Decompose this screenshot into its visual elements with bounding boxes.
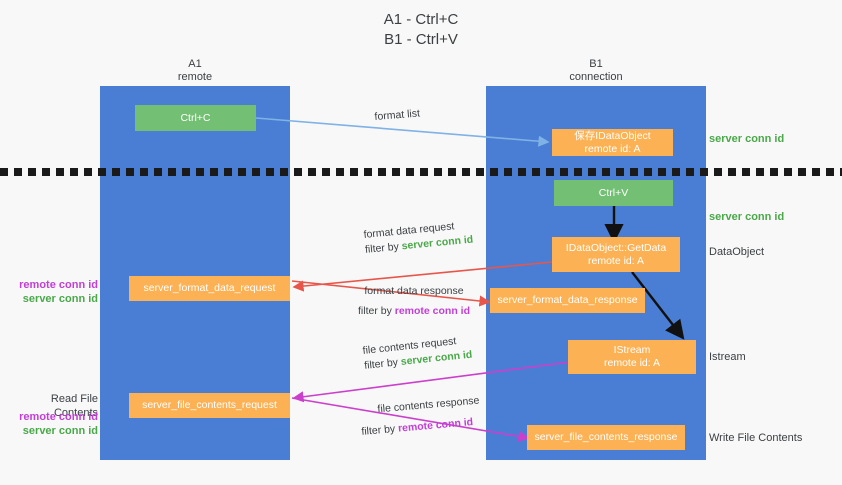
label-group-format-conn-ids: remote conn id server conn id bbox=[10, 278, 98, 306]
title-line-1: A1 - Ctrl+C bbox=[383, 11, 459, 28]
column-b1-name: B1 bbox=[589, 58, 603, 70]
label-remote-conn-id-2: remote conn id bbox=[19, 411, 98, 423]
box-ctrl-v-label: Ctrl+V bbox=[598, 186, 629, 199]
box-server-format-data-response[interactable]: server_format_data_response bbox=[490, 288, 645, 313]
box-ctrl-c[interactable]: Ctrl+C bbox=[135, 105, 256, 131]
label-read-file-contents: Read File Contents bbox=[50, 393, 98, 419]
annotation-format-data-response: format data response filter by remote co… bbox=[334, 284, 494, 319]
column-b1-sub: connection bbox=[569, 71, 623, 83]
label-write-file-contents: Write File Contents bbox=[709, 432, 803, 444]
label-server-conn-id-top: server conn id bbox=[709, 133, 785, 145]
filter-key-remote-conn-id-2: remote conn id bbox=[397, 416, 474, 435]
filter-prefix-4: filter by bbox=[360, 422, 399, 438]
page-title: A1 - Ctrl+C B1 - Ctrl+V bbox=[0, 10, 842, 50]
column-caption-a1: A1 remote bbox=[100, 58, 290, 84]
box-idataobject-getdata[interactable]: IDataObject::GetData remote id: A bbox=[552, 237, 680, 272]
annotation-file-contents-response-filter: filter by remote conn id bbox=[361, 414, 482, 439]
label-remote-conn-id-1: remote conn id bbox=[19, 279, 98, 291]
filter-prefix-3: filter by bbox=[363, 356, 402, 372]
box-server-format-data-request-label: server_format_data_request bbox=[143, 282, 276, 294]
label-group-file-conn-ids: remote conn id server conn id bbox=[10, 410, 98, 438]
box-save-idataobject-title: 保存IDataObject bbox=[574, 129, 651, 142]
annotation-format-data-response-text: format data response bbox=[364, 285, 464, 297]
label-istream: Istream bbox=[709, 351, 746, 363]
label-server-conn-id-mid: server conn id bbox=[709, 211, 785, 223]
box-save-idataobject-remote-id: remote id: A bbox=[584, 142, 641, 155]
box-istream[interactable]: IStream remote id: A bbox=[568, 340, 696, 374]
annotation-file-contents-response-text: file contents response bbox=[377, 394, 480, 416]
box-ctrl-c-label: Ctrl+C bbox=[180, 111, 211, 124]
filter-prefix-1: filter by bbox=[364, 240, 403, 256]
box-getdata-title: IDataObject::GetData bbox=[565, 241, 667, 254]
label-server-conn-id-left-2: server conn id bbox=[22, 425, 98, 437]
column-a1-name: A1 bbox=[188, 58, 202, 70]
box-server-file-contents-request[interactable]: server_file_contents_request bbox=[129, 393, 290, 418]
box-ctrl-v[interactable]: Ctrl+V bbox=[554, 180, 673, 206]
annotation-format-list: format list bbox=[374, 107, 421, 123]
box-server-format-data-response-label: server_format_data_response bbox=[497, 294, 638, 306]
title-line-2: B1 - Ctrl+V bbox=[384, 31, 458, 48]
column-caption-b1: B1 connection bbox=[486, 58, 706, 84]
label-dataobject: DataObject bbox=[709, 246, 765, 258]
annotation-format-data-request: format data request filter by server con… bbox=[363, 218, 474, 258]
annotation-format-data-response-filter: filter by remote conn id bbox=[334, 304, 494, 319]
box-getdata-remote-id: remote id: A bbox=[587, 254, 645, 267]
box-save-idataobject[interactable]: 保存IDataObject remote id: A bbox=[552, 129, 673, 156]
annotation-file-contents-response: file contents response filter by remote … bbox=[359, 394, 482, 440]
box-server-format-data-request[interactable]: server_format_data_request bbox=[129, 276, 290, 301]
annotation-file-contents-request: file contents request filter by server c… bbox=[362, 333, 473, 374]
box-server-file-contents-response-label: server_file_contents_response bbox=[534, 431, 678, 443]
box-istream-title: IStream bbox=[613, 344, 651, 356]
label-server-conn-id-left-1: server conn id bbox=[22, 293, 98, 305]
box-server-file-contents-request-label: server_file_contents_request bbox=[142, 399, 277, 411]
box-istream-remote-id: remote id: A bbox=[603, 357, 661, 369]
filter-prefix-2: filter by bbox=[357, 305, 395, 317]
box-server-file-contents-response[interactable]: server_file_contents_response bbox=[527, 425, 685, 450]
phase-divider-dashed-line bbox=[0, 168, 842, 176]
column-a1-sub: remote bbox=[177, 71, 213, 83]
filter-key-remote-conn-id-1: remote conn id bbox=[394, 305, 471, 317]
